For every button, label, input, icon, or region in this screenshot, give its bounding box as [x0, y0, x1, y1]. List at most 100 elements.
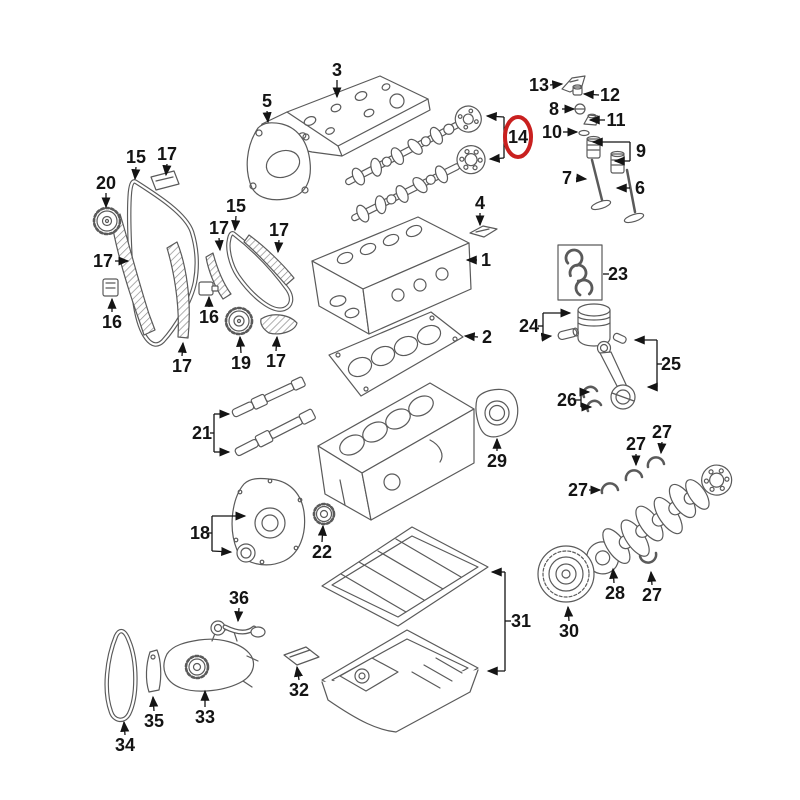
callout-label-31: 31 — [511, 611, 531, 631]
callout-3: 3 — [332, 60, 342, 99]
leader-arrow — [236, 335, 246, 354]
valve-lifter-9b-drawing — [610, 150, 625, 174]
oil-pump-drawing — [163, 628, 259, 692]
chain-guide-rail-d-drawing — [243, 234, 295, 286]
callout-label-32: 32 — [289, 680, 309, 700]
callout-label-4: 4 — [475, 193, 485, 213]
parts-artwork — [92, 75, 733, 733]
valve-lifter-9a-drawing — [586, 135, 601, 159]
connecting-rod-drawing — [596, 332, 636, 410]
callout-label-36: 36 — [229, 588, 249, 608]
callout-8: 8 — [549, 99, 576, 119]
callout-label-27: 27 — [568, 480, 588, 500]
valve-7-drawing — [590, 158, 612, 211]
leader-arrow — [582, 90, 600, 100]
callout-28: 28 — [605, 567, 625, 603]
leader-arrow — [463, 332, 479, 342]
leader-arrow — [234, 607, 244, 623]
callout-label-27: 27 — [652, 422, 672, 442]
callout-27: 27 — [652, 422, 672, 455]
callout-label-20: 20 — [96, 173, 116, 193]
callout-15: 15 — [126, 147, 146, 181]
crank-sprocket-22-drawing — [312, 502, 336, 526]
leader-arrow — [540, 332, 553, 342]
callout-9: 9 — [591, 137, 646, 166]
callout-27: 27 — [642, 570, 662, 605]
callout-label-17: 17 — [269, 220, 289, 240]
callout-20: 20 — [96, 173, 116, 209]
callout-label-27: 27 — [626, 434, 646, 454]
valve-6-drawing — [623, 168, 645, 224]
chain-guide-rail-upper-drawing — [150, 170, 180, 191]
callout-18: 18 — [190, 511, 247, 557]
bracket-4-drawing — [469, 225, 498, 238]
upper-timing-cover-drawing — [246, 122, 311, 201]
callout-17: 17 — [93, 251, 130, 271]
crank-pulley-drawing — [537, 545, 595, 603]
leader-arrow — [549, 80, 564, 90]
leader-arrow — [485, 112, 505, 122]
callout-label-10: 10 — [542, 122, 562, 142]
chain-guide-rail-c-drawing — [205, 252, 232, 300]
callout-label-17: 17 — [209, 218, 229, 238]
callout-34: 34 — [115, 720, 135, 755]
callout-30: 30 — [559, 605, 579, 641]
callout-25: 25 — [633, 335, 681, 392]
primary-timing-chain-drawing — [126, 179, 199, 347]
leader-arrow — [293, 665, 303, 681]
callout-17: 17 — [269, 220, 289, 254]
callout-label-30: 30 — [559, 621, 579, 641]
callout-22: 22 — [312, 524, 332, 562]
balance-shaft-2-drawing — [234, 408, 316, 457]
callout-label-22: 22 — [312, 542, 332, 562]
idler-sprocket-19-drawing — [224, 306, 254, 336]
callout-label-6: 6 — [635, 178, 645, 198]
cylinder-block-drawing — [317, 382, 475, 521]
crank-seal-drawing — [236, 543, 256, 563]
callout-14: 14 — [485, 112, 533, 163]
piston-rings-box-drawing — [557, 244, 603, 301]
oil-pump-chain-drawing — [104, 628, 138, 722]
callout-label-17: 17 — [93, 251, 113, 271]
callout-6: 6 — [615, 178, 645, 198]
leader-arrow — [120, 720, 130, 736]
callout-12: 12 — [582, 85, 620, 105]
callout-23: 23 — [603, 264, 628, 284]
leader-arrow — [609, 567, 619, 584]
callout-label-17: 17 — [172, 356, 192, 376]
pump-chain-tensioner-drawing — [145, 649, 162, 693]
leader-arrow — [177, 341, 187, 357]
highlight-circle — [503, 115, 533, 159]
callout-label-14: 14 — [508, 127, 528, 147]
callout-label-5: 5 — [262, 91, 272, 111]
lower-oil-pan-drawing — [321, 629, 479, 733]
callout-label-35: 35 — [144, 711, 164, 731]
chain-tensioner-16a-drawing — [102, 278, 119, 297]
chain-tensioner-16b-drawing — [198, 281, 219, 296]
baffle-plate-drawing — [283, 646, 320, 666]
callout-label-2: 2 — [482, 327, 492, 347]
callout-1: 1 — [465, 250, 491, 270]
callout-label-33: 33 — [195, 707, 215, 727]
callout-label-1: 1 — [481, 250, 491, 270]
callout-label-11: 11 — [606, 110, 625, 130]
main-bearings-drawing — [600, 456, 666, 564]
callout-24: 24 — [519, 308, 572, 342]
leader-arrow — [657, 441, 667, 455]
piston-drawing — [557, 303, 611, 347]
callout-16: 16 — [102, 297, 122, 332]
callout-label-8: 8 — [549, 99, 559, 119]
callout-7: 7 — [562, 168, 588, 188]
callout-label-9: 9 — [636, 141, 646, 161]
leader-arrow — [214, 237, 224, 252]
callout-label-34: 34 — [115, 735, 135, 755]
head-gasket-drawing — [328, 311, 464, 397]
callout-19: 19 — [231, 335, 251, 373]
callout-4: 4 — [475, 193, 485, 227]
callout-label-17: 17 — [266, 351, 286, 371]
leader-arrow — [211, 546, 233, 557]
rocker-finger-drawing — [561, 75, 586, 93]
leader-arrow — [274, 239, 284, 254]
